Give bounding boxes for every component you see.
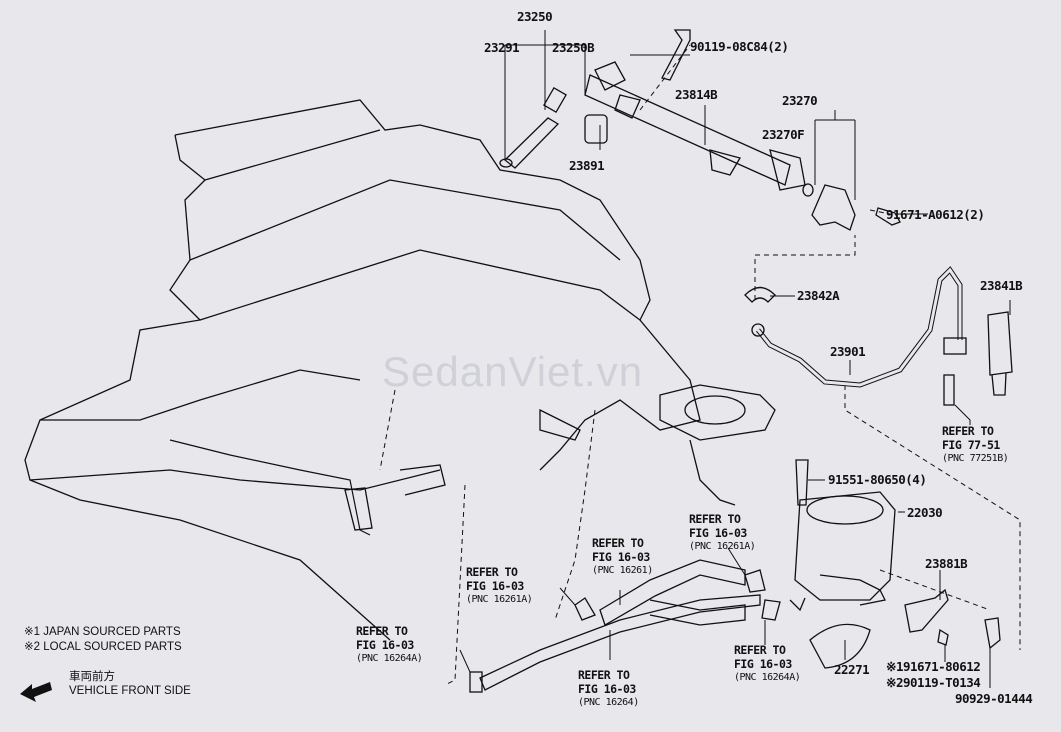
- part-number-22271[interactable]: 22271: [834, 662, 870, 677]
- refer-fig-16-03-pnc-16261a-upper[interactable]: REFER TO FIG 16-03 (PNC 16261A): [689, 512, 756, 554]
- part-number-23814b[interactable]: 23814B: [675, 87, 718, 102]
- refer-line1: REFER TO: [356, 624, 408, 638]
- refer-pnc: (PNC 16264A): [356, 653, 423, 664]
- refer-line2: FIG 16-03: [356, 638, 414, 652]
- refer-fig-16-03-pnc-16264[interactable]: REFER TO FIG 16-03 (PNC 16264): [578, 668, 639, 710]
- vehicle-front-arrow-icon: [20, 682, 52, 702]
- refer-pnc: (PNC 16261A): [466, 594, 533, 605]
- refer-line2: FIG 16-03: [592, 550, 650, 564]
- part-number-91671-80612[interactable]: ※191671-80612: [886, 659, 981, 674]
- part-number-23270[interactable]: 23270: [782, 93, 818, 108]
- refer-line1: REFER TO: [466, 565, 518, 579]
- part-number-90929-01444[interactable]: 90929-01444: [955, 691, 1033, 706]
- refer-fig-16-03-pnc-16261a-lower[interactable]: REFER TO FIG 16-03 (PNC 16261A): [466, 565, 533, 607]
- refer-pnc: (PNC 16261A): [689, 541, 756, 552]
- refer-pnc: (PNC 16264A): [734, 672, 801, 683]
- refer-line2: FIG 16-03: [689, 526, 747, 540]
- part-number-90119-t0134[interactable]: ※290119-T0134: [886, 675, 981, 690]
- refer-fig-16-03-pnc-16264a-right[interactable]: REFER TO FIG 16-03 (PNC 16264A): [734, 643, 801, 685]
- part-number-23250b[interactable]: 23250B: [552, 40, 595, 55]
- bolt-91551: [795, 459, 809, 506]
- vehicle-front-label-jp: 車両前方: [69, 671, 115, 683]
- refer-line2: FIG 16-03: [466, 579, 524, 593]
- refer-line1: REFER TO: [689, 512, 741, 526]
- note-local-sourced: ※2 LOCAL SOURCED PARTS: [24, 641, 182, 653]
- refer-fig-16-03-pnc-16261[interactable]: REFER TO FIG 16-03 (PNC 16261): [592, 536, 653, 578]
- engine-block-outline: [24, 99, 776, 641]
- gasket-22271: [809, 623, 871, 669]
- part-number-23842a[interactable]: 23842A: [797, 288, 840, 303]
- bolt-91671: [875, 207, 901, 226]
- fuel-injector: [499, 86, 567, 169]
- leader-lines: [459, 30, 1011, 688]
- damper-23841b: [987, 311, 1013, 396]
- part-number-23270f[interactable]: 23270F: [762, 127, 805, 142]
- part-number-22030[interactable]: 22030: [907, 505, 943, 520]
- bracket-23881b: [904, 588, 949, 633]
- part-number-23291[interactable]: 23291: [484, 40, 520, 55]
- note-japan-sourced: ※1 JAPAN SOURCED PARTS: [24, 626, 181, 638]
- vehicle-front-label: VEHICLE FRONT SIDE: [69, 685, 191, 697]
- throttle-body-22030: [789, 491, 896, 612]
- water-hoses: [469, 559, 781, 693]
- refer-line1: REFER TO: [578, 668, 630, 682]
- part-number-23901[interactable]: 23901: [830, 344, 866, 359]
- part-number-23841b[interactable]: 23841B: [980, 278, 1023, 293]
- part-number-23881b[interactable]: 23881B: [925, 556, 968, 571]
- refer-pnc: (PNC 77251B): [942, 453, 1009, 464]
- refer-pnc: (PNC 16261): [592, 565, 653, 576]
- fuel-delivery-pipe: [584, 61, 806, 191]
- part-number-91551-80650[interactable]: 91551-80650(4): [828, 472, 927, 487]
- holder-23891: [584, 114, 608, 144]
- bolt-90119: [661, 29, 691, 81]
- part-number-91671-a0612[interactable]: 91671-A0612(2): [886, 207, 985, 222]
- refer-line2: FIG 16-03: [578, 682, 636, 696]
- refer-fig-77-51[interactable]: REFER TO FIG 77-51 (PNC 77251B): [942, 424, 1009, 466]
- part-number-23250[interactable]: 23250: [517, 9, 553, 24]
- refer-line2: FIG 16-03: [734, 657, 792, 671]
- refer-line1: REFER TO: [592, 536, 644, 550]
- refer-pnc: (PNC 16264): [578, 697, 639, 708]
- clip-23842a: [744, 286, 776, 303]
- refer-line1: REFER TO: [942, 424, 994, 438]
- watermark: SedanViet.vn: [382, 348, 644, 395]
- dashed-leaders: [379, 44, 1021, 686]
- refer-line1: REFER TO: [734, 643, 786, 657]
- part-number-90119-08c84[interactable]: 90119-08C84(2): [690, 39, 789, 54]
- refer-line2: FIG 77-51: [942, 438, 1000, 452]
- part-number-23891[interactable]: 23891: [569, 158, 605, 173]
- fuel-connector-23270: [811, 184, 856, 231]
- oring-23270f: [802, 183, 814, 197]
- refer-fig-16-03-pnc-16264a-left[interactable]: REFER TO FIG 16-03 (PNC 16264A): [356, 624, 423, 666]
